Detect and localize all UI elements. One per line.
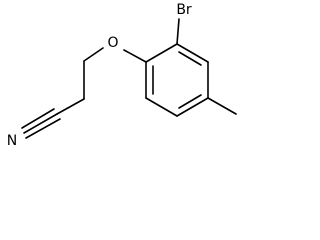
nitrile-triple-bond xyxy=(21,108,61,139)
chemical-structure: Br O N xyxy=(7,2,237,149)
ring-bond-c2-c3 xyxy=(176,43,209,63)
ring-double-bond-c2-c3 xyxy=(178,51,202,66)
triple-bond-line-2 xyxy=(25,118,61,139)
bond-c1-oxygen xyxy=(123,49,147,63)
triple-bond-line-1 xyxy=(23,113,58,134)
nitrogen-label: N xyxy=(7,133,17,149)
ring-bond-c4-c5 xyxy=(176,97,209,117)
bromine-label: Br xyxy=(176,2,192,18)
ring-bond-c5-c6 xyxy=(145,97,178,117)
oxygen-label: O xyxy=(107,35,118,51)
ring-bond-c1-c2 xyxy=(145,43,178,63)
benzene-ring xyxy=(145,43,209,117)
ring-double-bond-c4-c5 xyxy=(178,94,202,109)
bond-c2-bromine xyxy=(176,18,180,45)
bond-oxygen-ch2 xyxy=(83,47,104,62)
bond-c4-methyl xyxy=(207,97,237,115)
bond-ch2-nitrile-c xyxy=(56,98,85,115)
triple-bond-line-3 xyxy=(21,108,55,129)
